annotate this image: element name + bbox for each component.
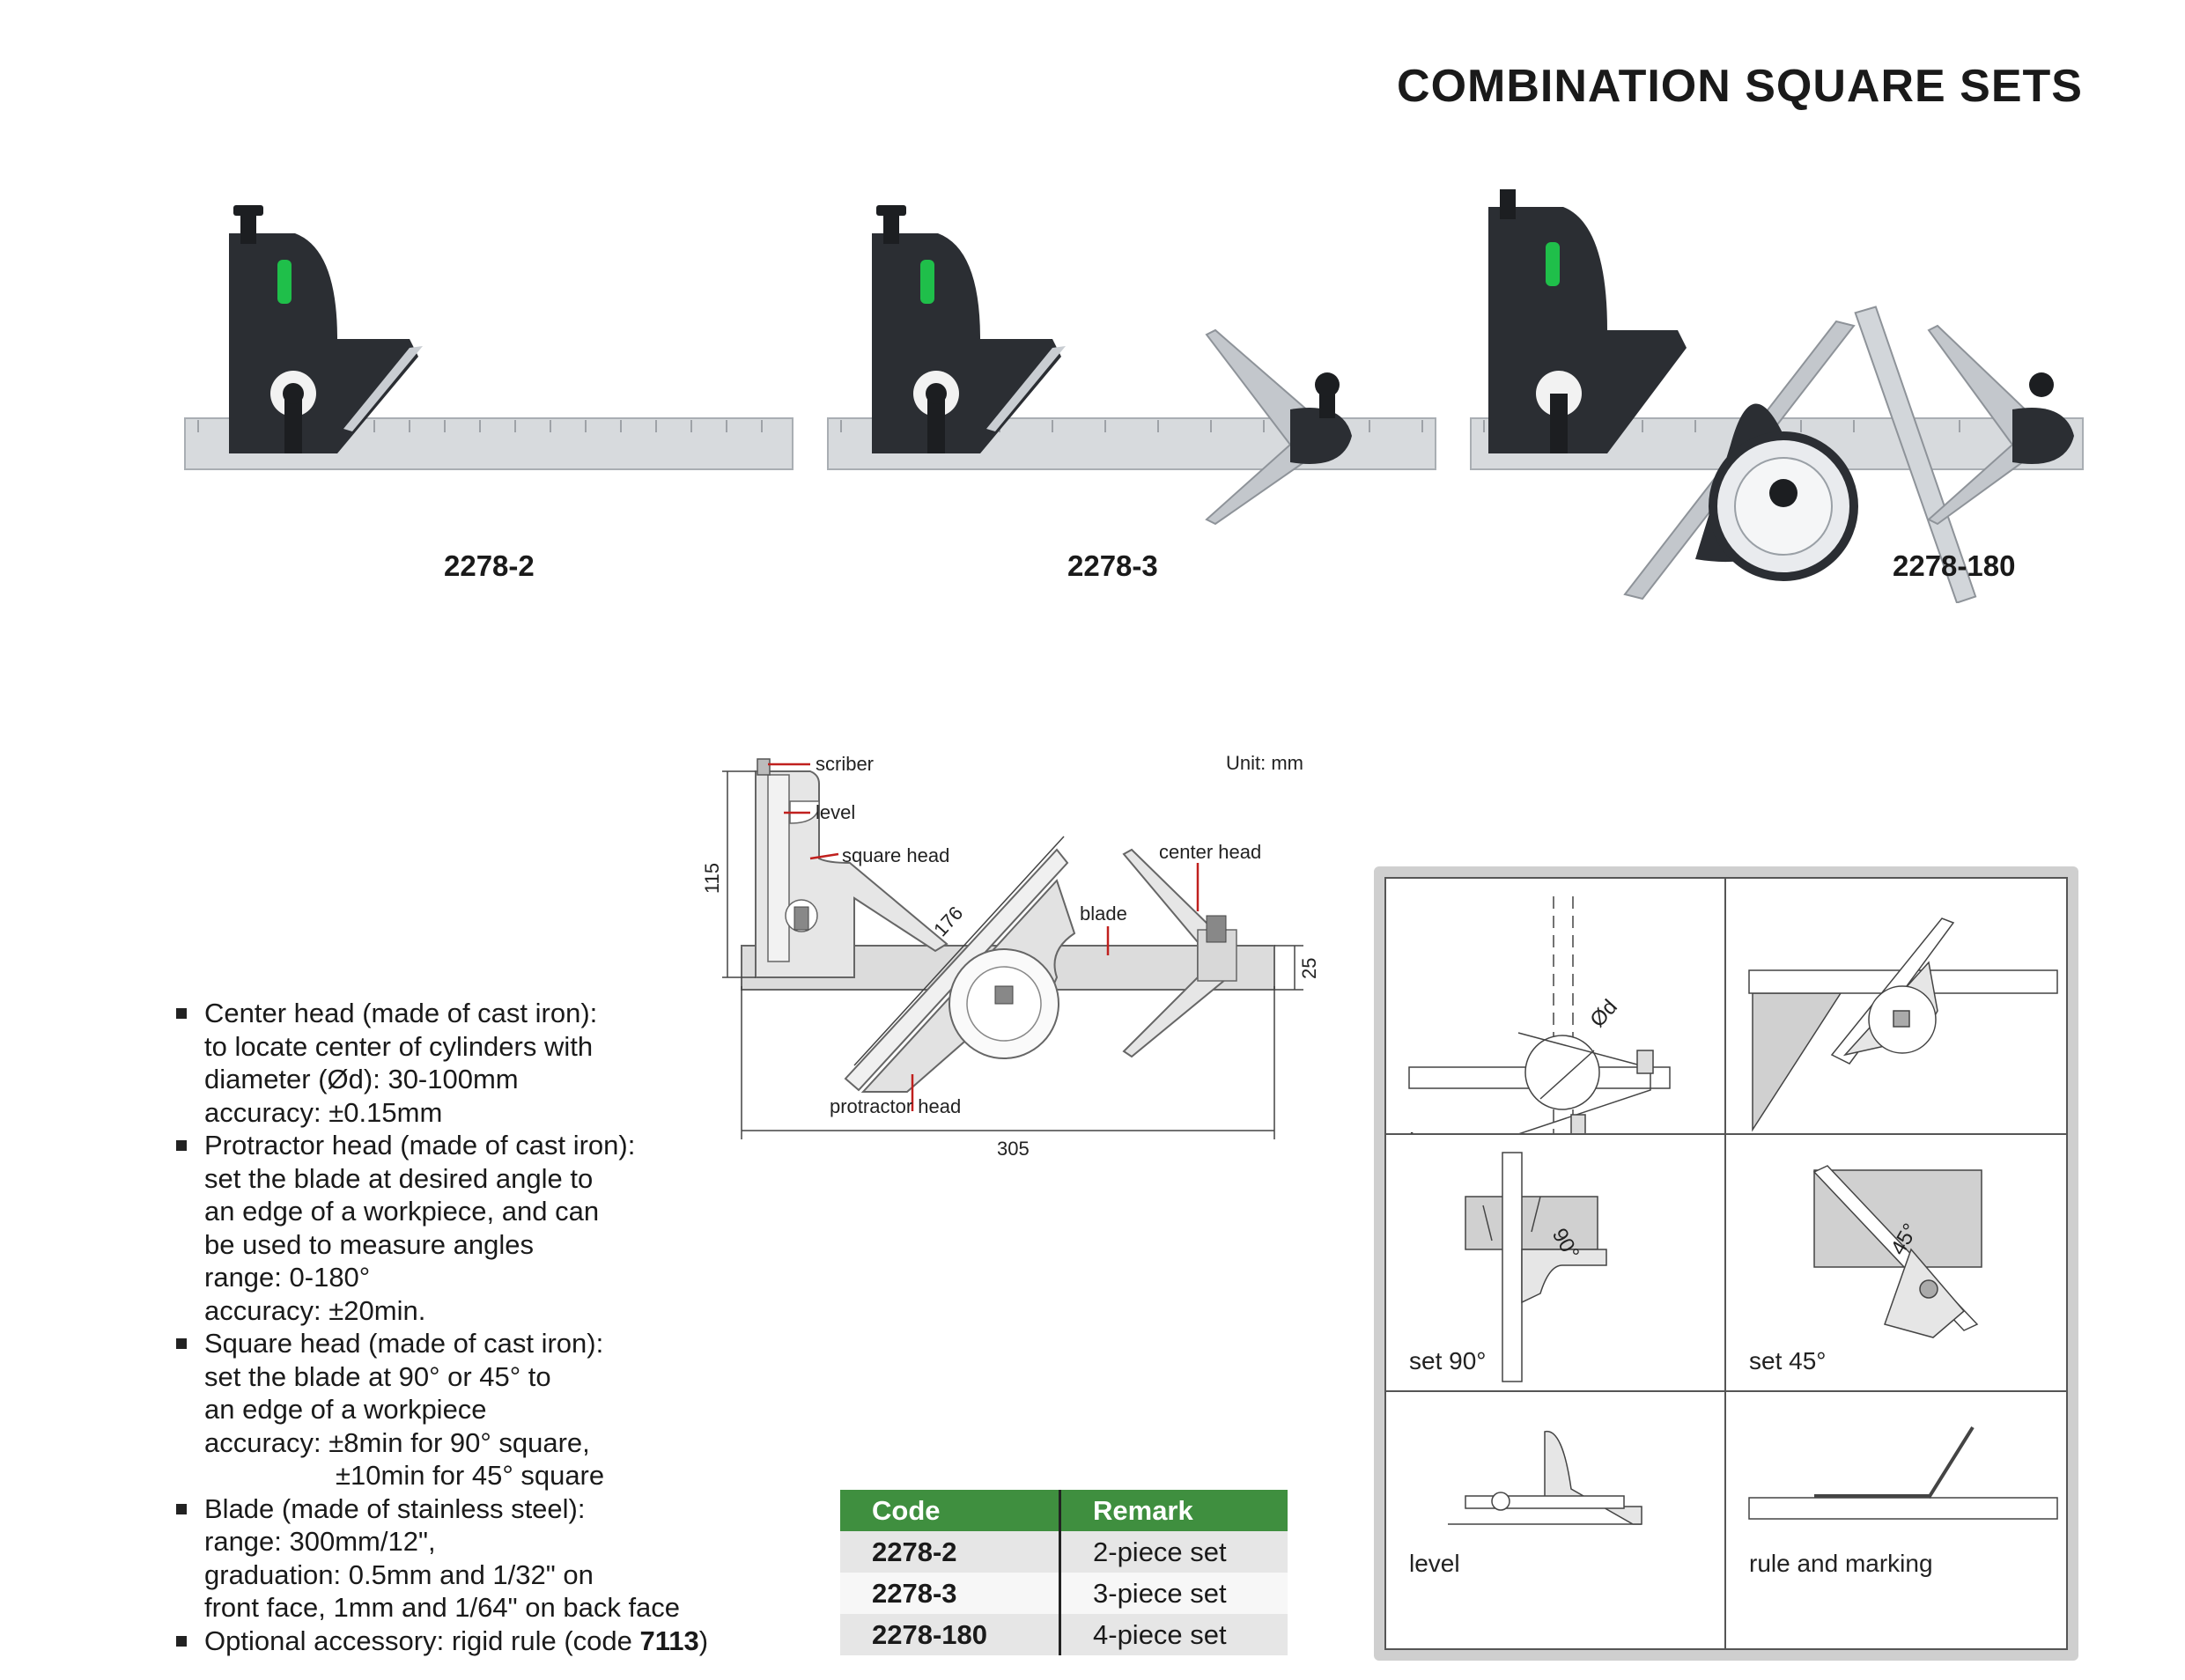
feature-line: be used to measure angles xyxy=(204,1228,534,1260)
header-remark: Remark xyxy=(1059,1490,1288,1531)
feature-line: Center head (made of cast iron): xyxy=(204,998,598,1028)
label-blade: blade xyxy=(1080,903,1127,925)
cell-code: 2278-2 xyxy=(840,1531,1061,1573)
bullet-icon xyxy=(176,1008,187,1019)
label-level: level xyxy=(816,801,855,823)
feature-center-head: Center head (made of cast iron): to loca… xyxy=(174,997,844,1129)
feature-line: ±10min for 45° square xyxy=(336,1460,605,1491)
feature-line: front face, 1mm and 1/64" on back face xyxy=(204,1592,681,1623)
feature-optional-accessory: Optional accessory: rigid rule (code 711… xyxy=(174,1625,844,1658)
unit-label: Unit: mm xyxy=(1226,752,1303,774)
features-list: Center head (made of cast iron): to loca… xyxy=(174,997,844,1657)
feature-line: Square head (made of cast iron): xyxy=(204,1328,604,1359)
accessory-suffix: ) xyxy=(698,1625,709,1656)
feature-line: an edge of a workpiece, and can xyxy=(204,1196,600,1227)
label-center-head: center head xyxy=(1159,841,1261,863)
angle-text: Ød xyxy=(1585,995,1621,1032)
feature-line: accuracy: ±20min. xyxy=(204,1294,426,1326)
bullet-icon xyxy=(176,1140,187,1151)
feature-line: Blade (made of stainless steel): xyxy=(204,1492,586,1524)
product-code-2: 2278-3 xyxy=(1067,549,1158,582)
feature-line: set the blade at 90° or 45° to xyxy=(204,1360,551,1392)
feature-protractor-head: Protractor head (made of cast iron): set… xyxy=(174,1129,844,1327)
bullet-icon xyxy=(176,1635,187,1647)
label-scriber: scriber xyxy=(816,753,874,775)
accessory-prefix: Optional accessory: rigid rule (code xyxy=(204,1625,640,1656)
dim-width: 305 xyxy=(997,1138,1030,1160)
label-protractor-head: protractor head xyxy=(830,1095,961,1117)
cell-code: 2278-3 xyxy=(840,1573,1061,1614)
applications-grid: Ød locate center protractor xyxy=(1384,877,2068,1650)
app-rule-marking: rule and marking xyxy=(1726,1392,2066,1648)
product-photo-2278-3 xyxy=(823,198,1440,533)
app-label: set 90° xyxy=(1409,1347,1487,1375)
app-set-45: 45° set 45° xyxy=(1726,1135,2066,1392)
feature-line: range: 0-180° xyxy=(204,1262,371,1293)
cell-remark: 4-piece set xyxy=(1059,1614,1288,1655)
app-protractor: protractor xyxy=(1726,879,2066,1136)
app-label: rule and marking xyxy=(1749,1549,1933,1577)
feature-line: Optional accessory: rigid rule (code 711… xyxy=(204,1625,844,1658)
applications-panel: Ød locate center protractor xyxy=(1374,866,2078,1661)
app-label: locate center xyxy=(1409,1127,1478,1133)
feature-line: accuracy: ±8min for 90° square, xyxy=(204,1426,590,1458)
page-title: COMBINATION SQUARE SETS xyxy=(1397,61,2083,112)
app-label: level xyxy=(1409,1549,1460,1577)
technical-diagram: scriber level square head center head bl… xyxy=(687,722,1356,1193)
bullet-icon xyxy=(176,1338,187,1349)
app-locate-center: Ød locate center xyxy=(1386,879,1726,1136)
feature-square-head: Square head (made of cast iron): set the… xyxy=(174,1327,844,1492)
header-code: Code xyxy=(840,1490,1061,1531)
code-table: Code Remark 2278-2 2-piece set 2278-3 3-… xyxy=(840,1490,1288,1655)
feature-line: accuracy: ±0.15mm xyxy=(204,1096,443,1128)
product-code-1: 2278-2 xyxy=(444,549,535,582)
table-row: 2278-3 3-piece set xyxy=(840,1573,1288,1614)
cell-code: 2278-180 xyxy=(840,1614,1061,1655)
accessory-code: 7113 xyxy=(639,1625,699,1656)
feature-line: to locate center of cylinders with xyxy=(204,1030,594,1062)
feature-line: range: 300mm/12", xyxy=(204,1526,436,1557)
product-photo-2278-2 xyxy=(181,198,797,480)
table-header-row: Code Remark xyxy=(840,1490,1288,1531)
feature-line: Protractor head (made of cast iron): xyxy=(204,1130,636,1161)
feature-line: diameter (Ød): 30-100mm xyxy=(204,1064,519,1094)
dim-height: 115 xyxy=(701,863,723,894)
bullet-icon xyxy=(176,1503,187,1514)
feature-line: set the blade at desired angle to xyxy=(204,1162,594,1194)
product-code-3: 2278-180 xyxy=(1893,549,2016,582)
level-vial xyxy=(277,260,292,304)
table-row: 2278-180 4-piece set xyxy=(840,1614,1288,1655)
dim-thickness: 25 xyxy=(1298,958,1320,979)
app-level: level xyxy=(1386,1391,1726,1648)
label-square-head: square head xyxy=(842,844,949,866)
app-label: set 45° xyxy=(1749,1347,1827,1375)
feature-line: an edge of a workpiece xyxy=(204,1394,487,1425)
cell-remark: 3-piece set xyxy=(1059,1573,1288,1614)
app-set-90: 90° set 90° xyxy=(1386,1135,1726,1392)
feature-blade: Blade (made of stainless steel): range: … xyxy=(174,1492,844,1625)
product-photo-2278-180 xyxy=(1466,189,2092,603)
cell-remark: 2-piece set xyxy=(1059,1531,1288,1573)
feature-line: graduation: 0.5mm and 1/32" on xyxy=(204,1558,594,1590)
table-row: 2278-2 2-piece set xyxy=(840,1531,1288,1573)
